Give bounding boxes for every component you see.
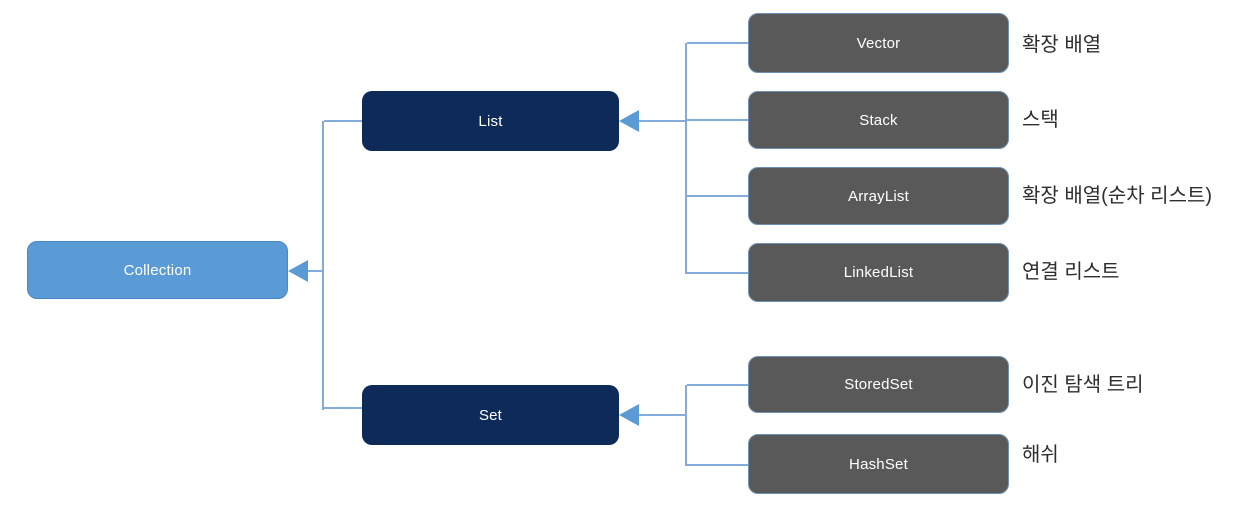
connector-set-group-vertical: [685, 385, 687, 466]
connector-to-linkedlist: [687, 272, 748, 274]
connector-left-to-set: [324, 407, 362, 409]
node-hashset: HashSet: [748, 434, 1009, 494]
node-storedset: StoredSet: [748, 356, 1009, 413]
connector-to-hashset: [687, 464, 748, 466]
connector-stem-to-set: [638, 414, 686, 416]
arrowhead-to-collection: [288, 260, 308, 282]
connector-left-vertical: [322, 121, 324, 410]
annotation-vector: 확장 배열: [1022, 34, 1102, 56]
node-list: List: [362, 91, 619, 151]
node-arraylist-label: ArrayList: [848, 187, 909, 205]
annotation-linkedlist: 연결 리스트: [1022, 261, 1120, 283]
connector-to-arraylist: [687, 195, 748, 197]
node-linkedlist: LinkedList: [748, 243, 1009, 302]
connector-left-to-list: [324, 120, 362, 122]
node-arraylist: ArrayList: [748, 167, 1009, 225]
connector-stem-to-collection: [306, 270, 323, 272]
connector-to-vector: [687, 42, 748, 44]
node-collection: Collection: [27, 241, 288, 299]
node-stack: Stack: [748, 91, 1009, 149]
connector-list-group-vertical: [685, 43, 687, 274]
node-hashset-label: HashSet: [849, 455, 908, 473]
node-linkedlist-label: LinkedList: [843, 264, 914, 281]
node-collection-label: Collection: [123, 261, 192, 279]
node-stack-label: Stack: [859, 111, 898, 129]
annotation-arraylist: 확장 배열(순차 리스트): [1022, 185, 1213, 207]
annotation-hashset: 해쉬: [1022, 444, 1059, 466]
arrowhead-to-set: [619, 404, 639, 426]
connector-stem-to-list: [638, 120, 686, 122]
connector-to-stack: [687, 119, 748, 121]
node-set-label: Set: [478, 406, 503, 424]
annotation-storedset: 이진 탐색 트리: [1022, 374, 1144, 396]
node-vector: Vector: [748, 13, 1009, 73]
node-list-label: List: [478, 112, 503, 130]
connector-to-storedset: [687, 384, 748, 386]
node-vector-label: Vector: [856, 34, 901, 52]
node-storedset-label: StoredSet: [844, 376, 913, 393]
node-set: Set: [362, 385, 619, 445]
arrowhead-to-list: [619, 110, 639, 132]
annotation-stack: 스택: [1022, 109, 1059, 131]
